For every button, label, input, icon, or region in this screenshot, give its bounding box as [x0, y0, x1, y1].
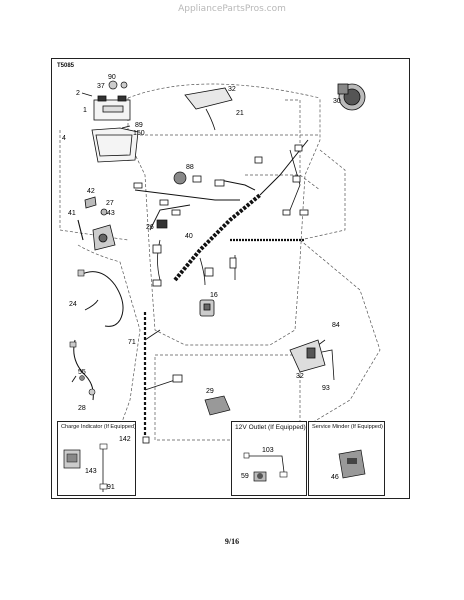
callout-93: 93 — [322, 385, 330, 392]
inset-charge-title: Charge Indicator (If Equipped) — [61, 424, 136, 430]
inset-12v-outlet: 12V Outlet (If Equipped) 103 59 — [231, 421, 307, 496]
watermark: AppliancePartsPros.com — [178, 4, 286, 14]
callout-41: 41 — [68, 210, 76, 217]
diagram-code: T5085 — [57, 63, 75, 69]
callout-4: 4 — [62, 135, 66, 142]
seat-switch — [199, 299, 215, 317]
callout-91: 91 — [107, 484, 115, 491]
diagram-frame — [51, 58, 410, 499]
callout-88: 88 — [186, 164, 194, 171]
callout-37: 37 — [97, 83, 105, 90]
callout-26: 26 — [146, 224, 154, 231]
callout-32b: 32 — [296, 373, 304, 380]
pto-switch — [289, 339, 335, 381]
connectors — [133, 144, 309, 444]
inset-service-minder: Service Minder (If Equipped) 46 — [308, 421, 385, 496]
callout-32a: 32 — [228, 86, 236, 93]
callout-21: 21 — [236, 110, 244, 117]
callout-143: 143 — [85, 468, 97, 475]
callout-27: 27 — [106, 200, 114, 207]
callout-1: 1 — [83, 107, 87, 114]
inset-outlet-title: 12V Outlet (If Equipped) — [235, 424, 306, 431]
callout-29: 29 — [206, 388, 214, 395]
callout-2: 2 — [76, 90, 80, 97]
inset-charge-indicator: Charge Indicator (If Equipped) 142 143 9… — [57, 421, 136, 496]
callout-142: 142 — [119, 436, 131, 443]
dash-module — [184, 87, 233, 110]
callout-24: 24 — [69, 301, 77, 308]
charge-indicator-drawing — [63, 443, 108, 492]
callout-30: 30 — [333, 98, 341, 105]
callout-40: 40 — [185, 233, 193, 240]
outlet-drawing — [243, 452, 288, 482]
callout-71: 71 — [128, 339, 136, 346]
starter-solenoid — [337, 83, 366, 111]
callout-150: 150 — [133, 130, 145, 137]
callout-103: 103 — [262, 447, 274, 454]
callout-89: 89 — [135, 122, 143, 129]
callout-55: 55 — [78, 369, 86, 376]
callout-28: 28 — [78, 405, 86, 412]
ignition-parts — [77, 196, 116, 251]
callout-43: 43 — [107, 210, 115, 217]
callout-84: 84 — [332, 322, 340, 329]
inset-minder-title: Service Minder (If Equipped) — [312, 424, 383, 430]
callout-42: 42 — [87, 188, 95, 195]
callout-16: 16 — [210, 292, 218, 299]
callout-46: 46 — [331, 474, 339, 481]
battery — [91, 95, 139, 163]
main-harness — [134, 139, 326, 440]
page-number: 9/16 — [224, 537, 240, 546]
callout-59: 59 — [241, 473, 249, 480]
service-minder-drawing — [338, 449, 366, 479]
callout-90: 90 — [108, 74, 116, 81]
